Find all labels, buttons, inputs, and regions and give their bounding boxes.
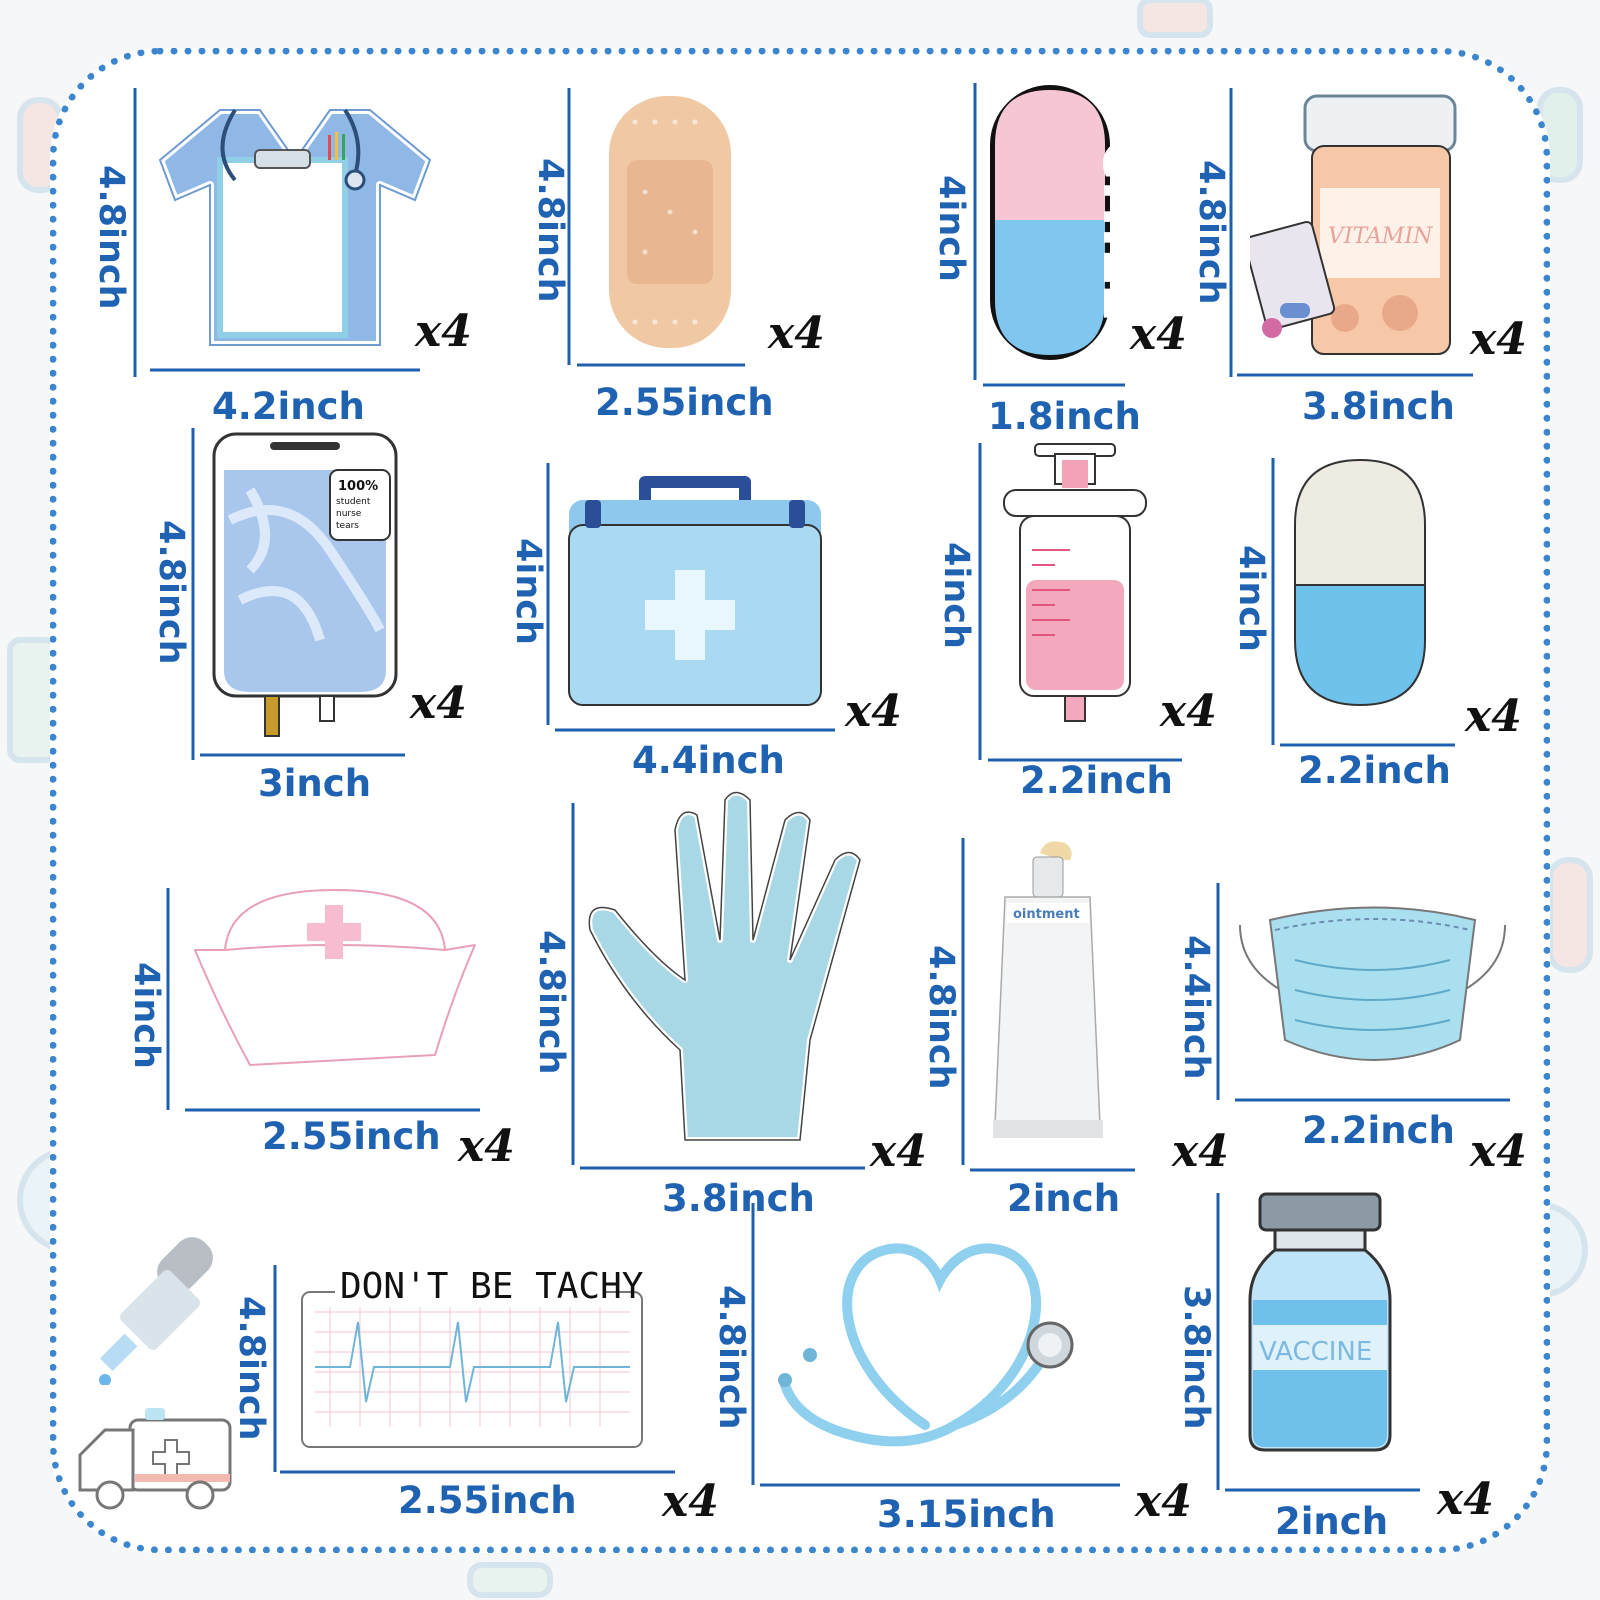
height-label: 4inch (126, 962, 166, 1069)
dimension-line (166, 888, 480, 1112)
dimension-line (546, 463, 835, 732)
tag-text-3: nurse (336, 509, 362, 519)
quantity-label: x4 (870, 1126, 927, 1177)
quantity-label: x4 (1470, 314, 1527, 365)
height-label: 4.8inch (921, 945, 961, 1090)
height-label: 4.8inch (530, 158, 570, 303)
height-label: 4inch (1231, 545, 1271, 652)
first-aid-kit-icon (568, 476, 822, 706)
width-label: 2.2inch (1298, 749, 1451, 792)
dimension-line (1229, 88, 1473, 377)
width-label: 2.55inch (398, 1479, 577, 1522)
vitamin-text: VITAMIN (1328, 224, 1433, 249)
width-label: 2.2inch (1302, 1109, 1455, 1152)
quantity-label: x4 (415, 306, 472, 357)
nurse-cap-icon (194, 889, 476, 1066)
height-label: 4.8inch (231, 1296, 271, 1441)
chill-pill-icon: CHILL (990, 85, 1115, 360)
vaccine-vial-icon: VACCINE (1248, 1192, 1392, 1452)
scrubs-clipboard-icon (156, 106, 434, 349)
height-label: 4.8inch (151, 520, 191, 665)
ambulance-icon (78, 1408, 232, 1510)
glove-icon (586, 790, 863, 1143)
stethoscope-heart-icon (775, 1235, 1074, 1455)
height-label: 4.8inch (531, 930, 571, 1075)
width-label: 3inch (258, 762, 372, 805)
pill-text: CHILL (1090, 139, 1115, 319)
height-label: 4.8inch (91, 165, 131, 310)
bandage-icon (605, 92, 735, 352)
dimension-line (1271, 458, 1455, 747)
ointment-text: ointment (1013, 907, 1080, 922)
dimension-line (133, 88, 420, 377)
width-label: 2.55inch (262, 1115, 441, 1158)
dropper-icon (99, 1237, 213, 1385)
dimension-line (973, 83, 1125, 387)
width-label: 4.2inch (212, 385, 365, 428)
width-label: 2.2inch (1020, 759, 1173, 802)
dimension-line (961, 838, 1135, 1172)
ekg-sign-icon: DON'T BE TACHY (301, 1264, 644, 1448)
tag-text-1: 100% (338, 479, 378, 494)
face-mask-icon (1235, 906, 1510, 1061)
quantity-label: x4 (1470, 1126, 1527, 1177)
height-label: 4inch (936, 542, 976, 649)
width-label: 3.8inch (662, 1177, 815, 1220)
height-label: 4.8inch (711, 1285, 751, 1430)
quantity-label: x4 (410, 678, 467, 729)
quantity-label: x4 (662, 1476, 719, 1527)
quantity-label: x4 (458, 1121, 515, 1172)
tag-text-4: tears (336, 521, 359, 531)
dimension-line (571, 803, 865, 1170)
syringe-icon (1003, 443, 1147, 722)
quantity-label: x4 (1160, 686, 1217, 737)
width-label: 2.55inch (595, 381, 774, 424)
height-label: 4.4inch (1176, 935, 1216, 1080)
quantity-label: x4 (1172, 1126, 1229, 1177)
width-label: 4.4inch (632, 739, 785, 782)
dimension-line (567, 88, 745, 367)
dimension-line (978, 443, 1182, 762)
ekg-title: DON'T BE TACHY (340, 1266, 644, 1307)
capsule-icon (1294, 458, 1426, 707)
tag-text-2: student (336, 497, 371, 507)
ointment-tube-icon: ointment (993, 841, 1103, 1138)
dimension-line (751, 1203, 1120, 1487)
dimension-line (1216, 883, 1510, 1102)
width-label: 3.8inch (1302, 385, 1455, 428)
width-label: 3.15inch (877, 1493, 1056, 1536)
quantity-label: x4 (1130, 309, 1187, 360)
width-label: 2inch (1275, 1500, 1389, 1543)
iv-bag-icon: 100% student nurse tears (212, 432, 398, 737)
quantity-label: x4 (1135, 1476, 1192, 1527)
width-label: 2inch (1007, 1177, 1121, 1220)
quantity-label: x4 (1465, 691, 1522, 742)
quantity-label: x4 (1437, 1474, 1494, 1525)
dimension-line (273, 1265, 675, 1474)
vaccine-text: VACCINE (1259, 1337, 1372, 1367)
height-label: 3.8inch (1176, 1285, 1216, 1430)
height-label: 4inch (508, 538, 548, 645)
height-label: 4.8inch (1191, 160, 1231, 305)
vitamin-bottle-icon: VITAMIN (1250, 94, 1457, 355)
dimension-line (191, 428, 405, 760)
width-label: 1.8inch (988, 395, 1141, 438)
quantity-label: x4 (768, 308, 825, 359)
dimension-line (1216, 1193, 1420, 1492)
height-label: 4inch (931, 175, 971, 282)
quantity-label: x4 (845, 686, 902, 737)
